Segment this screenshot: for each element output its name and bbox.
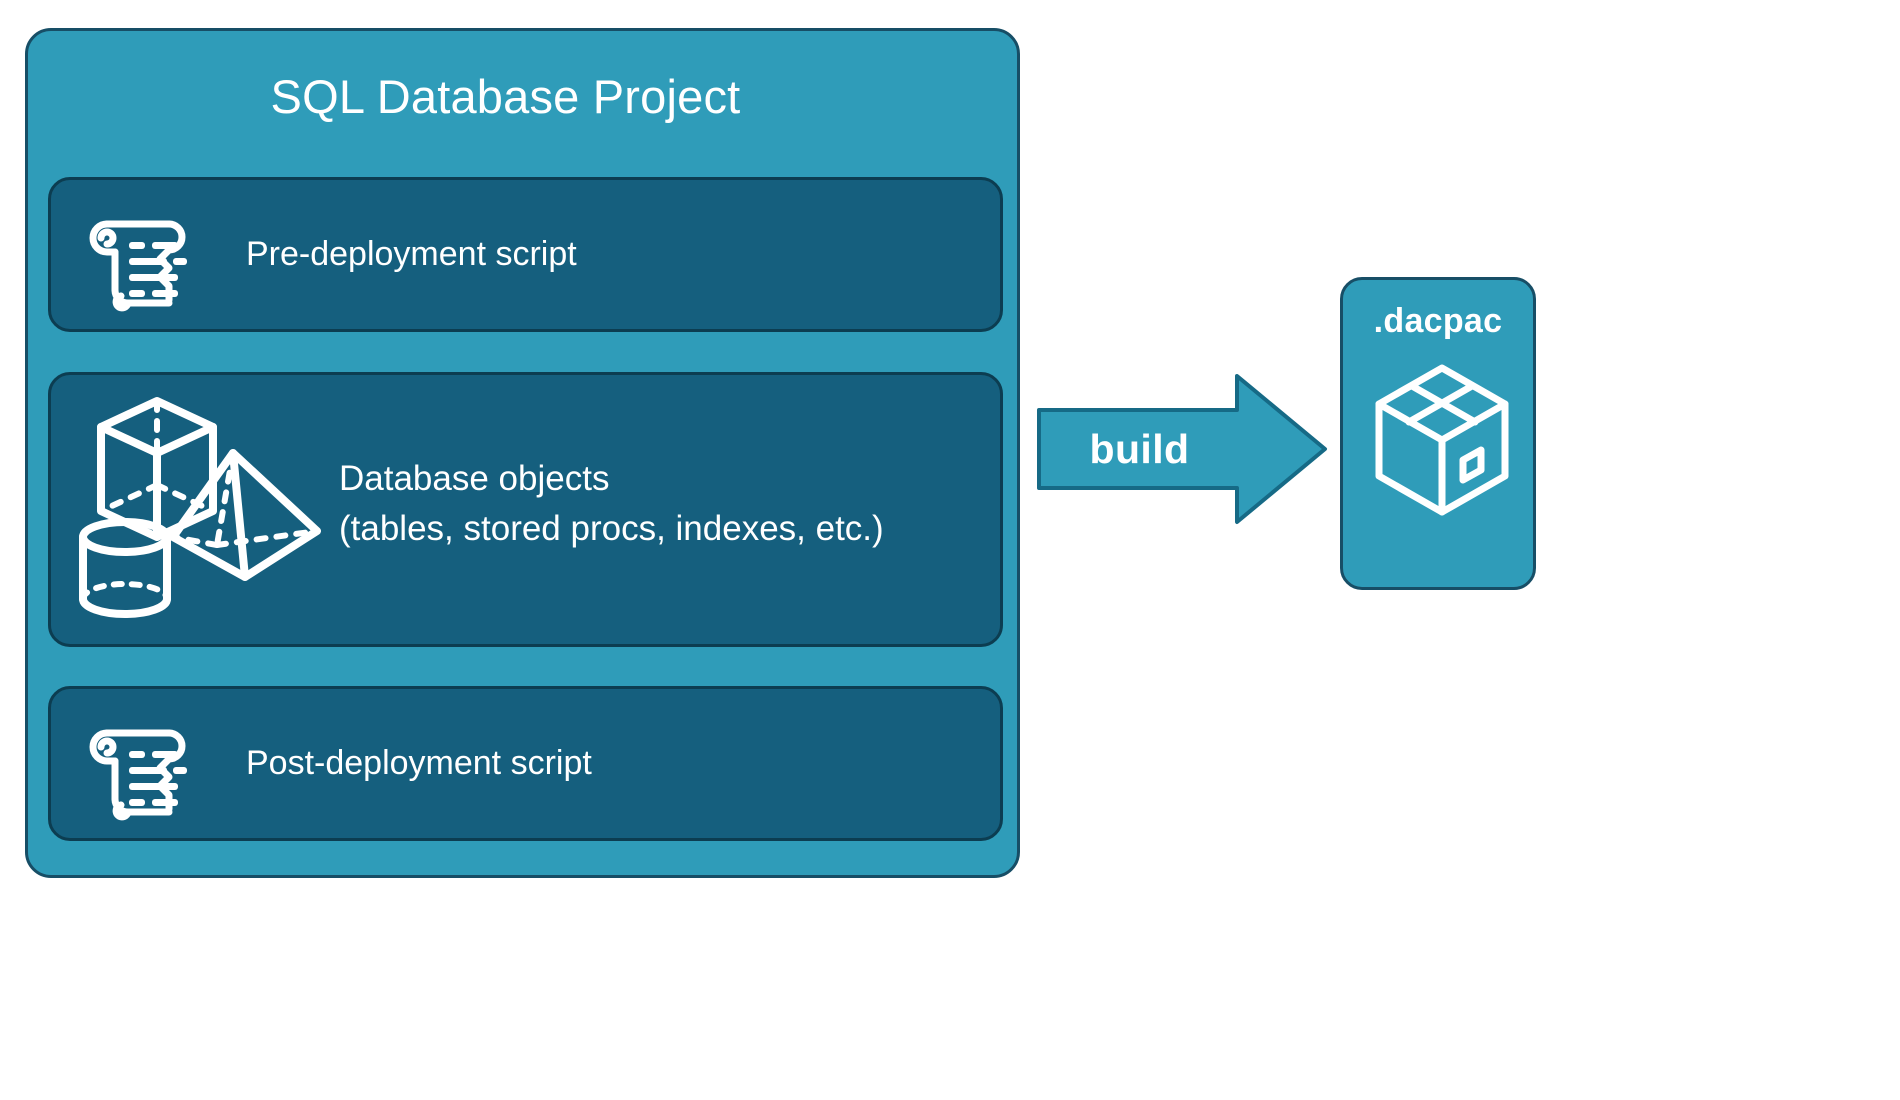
scroll-icon [77,711,197,821]
build-arrow: build [1037,374,1327,524]
panel-post-deployment[interactable]: Post-deployment script [48,686,1003,841]
scroll-icon [77,202,197,312]
sql-database-project-container: SQL Database Project [25,28,1020,878]
build-label: build [1089,425,1190,472]
panel-pre-deployment[interactable]: Pre-deployment script [48,177,1003,332]
panel-label-pre-deployment: Pre-deployment script [246,235,577,273]
dacpac-output-card[interactable]: .dacpac [1340,277,1536,590]
page-title: SQL Database Project [270,70,741,123]
right-arrow-icon [1037,374,1327,524]
dacpac-title: .dacpac [1373,302,1503,340]
panel-label-database-objects: Database objects (tables, stored procs, … [339,459,884,548]
panel-label-post-deployment: Post-deployment script [246,744,592,782]
panel-database-objects[interactable]: Database objects (tables, stored procs, … [48,372,1003,647]
shapes-icon [65,385,325,635]
package-box-icon [1371,360,1513,520]
